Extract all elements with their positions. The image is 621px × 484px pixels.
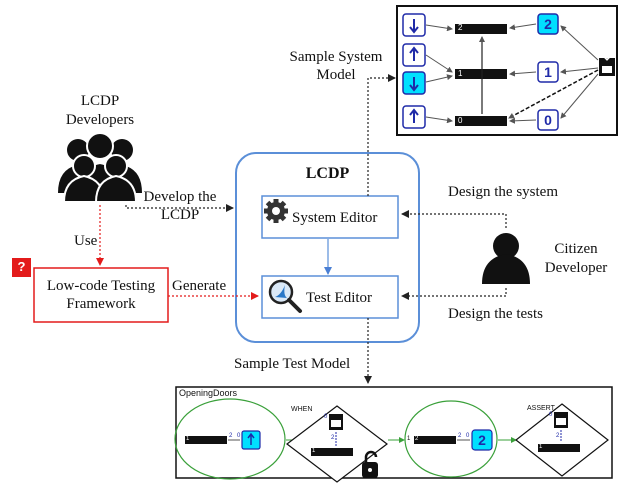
elevator-icon: [599, 52, 615, 76]
citizen-developer-label: Citizen Developer: [544, 241, 608, 276]
question-badge: [12, 258, 31, 277]
request-box-2: [537, 13, 559, 35]
question-mark: ?: [17, 259, 26, 274]
developers-label: LCDP Developers: [65, 93, 135, 128]
down-arrow-button: [402, 13, 426, 37]
framework-box: [33, 267, 169, 323]
s2-floor: 1: [407, 436, 411, 442]
a-mid: 2: [556, 433, 560, 439]
s2-req: 2: [458, 433, 462, 439]
s1-call: 0: [237, 433, 241, 439]
unlock-icon: [362, 450, 378, 478]
citizen-developer-icon: [482, 233, 530, 284]
test-model-title: OpeningDoors: [179, 388, 238, 398]
floor-bar: [455, 116, 507, 126]
design-system-label: Design the system: [448, 184, 558, 200]
floor-bar: [414, 436, 456, 444]
generate-label: Generate: [172, 278, 227, 294]
floor-bar: [311, 448, 353, 456]
floor-bar: [538, 444, 580, 452]
request-box-0: [537, 109, 559, 131]
assert-label: ASSERT: [527, 405, 555, 412]
floor-bar: [185, 436, 227, 444]
s1-req: 2: [229, 433, 233, 439]
system-model-panel: [396, 5, 618, 136]
developers-group-icon: [58, 132, 142, 203]
floor-bar: [455, 69, 507, 79]
test-editor-label: Test Editor: [306, 290, 373, 306]
design-tests-label: Design the tests: [448, 306, 543, 322]
s2-floor-name: 2: [415, 436, 419, 442]
request-box-1: [537, 61, 559, 83]
down-arrow-button-active: [402, 71, 426, 95]
state-circle: [174, 398, 286, 480]
state-circle: [404, 400, 498, 478]
w-floor: 1: [312, 448, 316, 454]
w-top: 0: [324, 414, 328, 420]
floor-bar: [455, 24, 507, 34]
floor-number-1: 1: [458, 69, 463, 78]
request-box-active: [471, 429, 493, 451]
use-label: Use: [74, 233, 98, 249]
request-number-1: 1: [544, 64, 552, 80]
lcdp-title: LCDP: [305, 165, 350, 182]
request-number-0: 0: [544, 112, 552, 128]
s2-value: 2: [478, 432, 486, 448]
s1-floor: 1: [186, 436, 190, 442]
up-arrow-button: [402, 105, 426, 129]
gear-icon: [264, 199, 288, 223]
assert-diamond: [515, 403, 609, 477]
up-arrow-button: [402, 43, 426, 67]
a-floor: 1: [539, 444, 543, 450]
a-top: 0: [549, 412, 553, 418]
s2-call: 0: [466, 433, 470, 439]
when-diamond: [286, 405, 388, 483]
w-mid: 2: [331, 435, 335, 441]
when-label: WHEN: [291, 406, 313, 413]
floor-number-2: 2: [458, 23, 463, 32]
magnifier-icon: [268, 279, 302, 313]
system-editor-label: System Editor: [292, 210, 378, 226]
request-number-2: 2: [544, 16, 552, 32]
framework-label: Low-code Testing Framework: [46, 278, 156, 312]
develop-label: Develop the LCDP: [143, 189, 217, 223]
sample-test-model-label: Sample Test Model: [234, 356, 351, 372]
test-model-panel: [174, 386, 613, 483]
floor-number-0: 0: [458, 116, 463, 125]
sample-system-model-label: Sample System Model: [289, 49, 383, 83]
